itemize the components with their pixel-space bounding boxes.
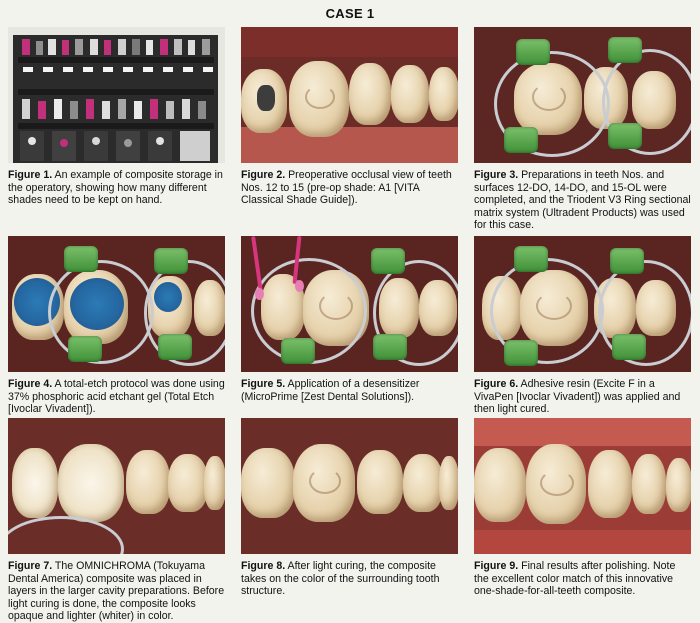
composite-storage-rack-image [8, 27, 225, 163]
figure-3-caption: Figure 3. Preparations in teeth Nos. and… [474, 169, 691, 232]
figure-5-photo [241, 236, 458, 372]
figure-1-caption: Figure 1. An example of composite storag… [8, 169, 223, 207]
figure-9-photo [474, 418, 691, 554]
page-title: CASE 1 [325, 6, 375, 21]
figure-6-photo [474, 236, 691, 372]
figure-1-photo [8, 27, 225, 163]
figure-7-photo [8, 418, 225, 554]
figure-2: Figure 2. Preoperative occlusal view of … [241, 27, 458, 207]
figure-5: Figure 5. Application of a desensitizer … [241, 236, 458, 403]
figure-4-caption: Figure 4. A total-etch protocol was done… [8, 378, 225, 416]
figure-8: Figure 8. After light curing, the compos… [241, 418, 458, 598]
figure-1: Figure 1. An example of composite storag… [8, 27, 225, 207]
figure-8-caption: Figure 8. After light curing, the compos… [241, 560, 440, 598]
figure-7: Figure 7. The OMNICHROMA (Tokuyama Denta… [8, 418, 225, 623]
figure-5-caption: Figure 5. Application of a desensitizer … [241, 378, 420, 403]
figure-4: Figure 4. A total-etch protocol was done… [8, 236, 225, 416]
figure-6: Figure 6. Adhesive resin (Excite F in a … [474, 236, 691, 416]
figure-9: Figure 9. Final results after polishing.… [474, 418, 691, 598]
figure-3-photo [474, 27, 691, 163]
figure-4-photo [8, 236, 225, 372]
figure-9-caption: Figure 9. Final results after polishing.… [474, 560, 676, 598]
figure-2-caption: Figure 2. Preoperative occlusal view of … [241, 169, 452, 207]
figure-2-photo [241, 27, 458, 163]
figure-8-photo [241, 418, 458, 554]
figure-3: Figure 3. Preparations in teeth Nos. and… [474, 27, 691, 232]
figure-6-caption: Figure 6. Adhesive resin (Excite F in a … [474, 378, 681, 416]
figure-7-caption: Figure 7. The OMNICHROMA (Tokuyama Denta… [8, 560, 225, 623]
